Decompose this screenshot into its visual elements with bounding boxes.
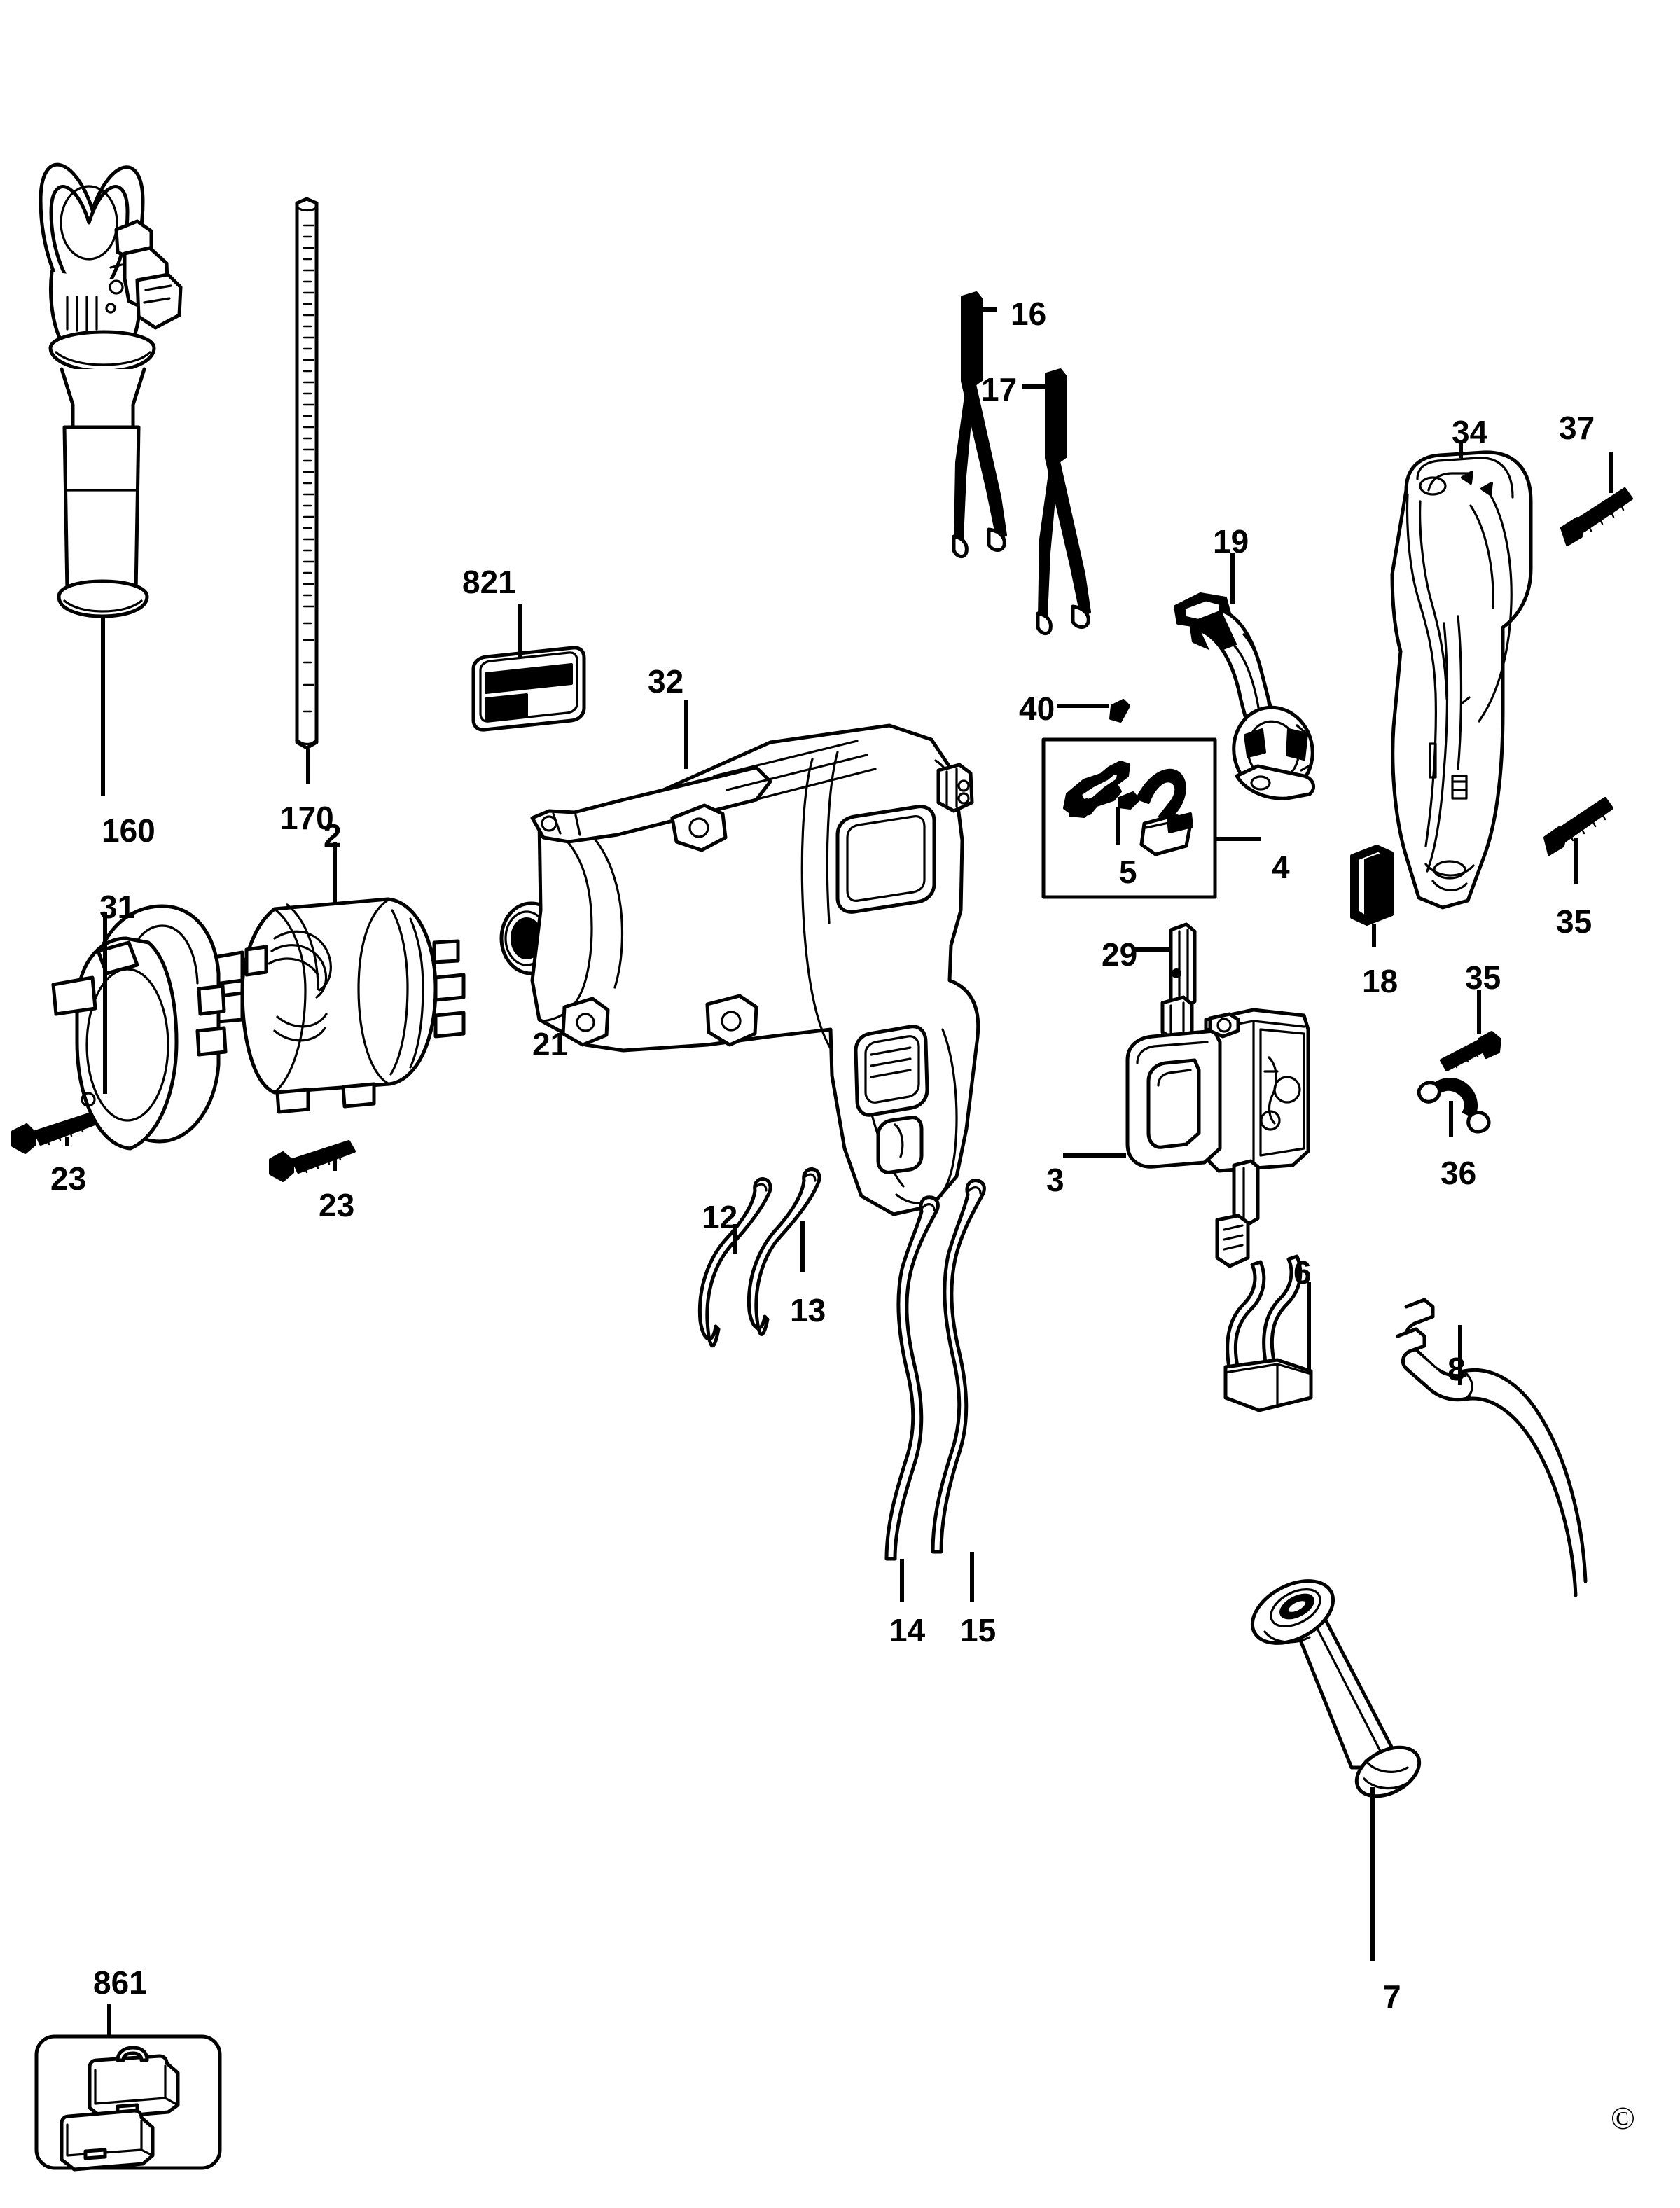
label-821: 821	[462, 564, 516, 600]
label-18: 18	[1362, 963, 1398, 999]
part-16-brush-lead	[952, 291, 1007, 558]
part-4-brush-kit-box	[1041, 737, 1261, 899]
part-35-switch-screw	[1440, 990, 1501, 1071]
label-23-left: 23	[50, 1160, 87, 1197]
label-12: 12	[702, 1199, 738, 1235]
label-21: 21	[532, 1026, 569, 1062]
label-29: 29	[1102, 936, 1138, 973]
part-29-switch-slider	[1134, 922, 1197, 1041]
part-170-depth-rod	[295, 197, 319, 784]
part-15-wire-long	[931, 1179, 986, 1602]
label-40: 40	[1019, 690, 1055, 727]
copyright-symbol: ©	[1611, 2100, 1635, 2136]
label-160: 160	[102, 812, 155, 849]
part-14-wire-long	[884, 1195, 940, 1602]
part-821-nameplate	[471, 604, 586, 732]
label-37: 37	[1559, 410, 1595, 446]
label-36: 36	[1441, 1155, 1477, 1191]
label-861: 861	[93, 1964, 147, 2001]
label-23-right: 23	[319, 1187, 355, 1223]
part-36-jumper-wire	[1417, 1078, 1491, 1137]
part-17-brush-lead	[1022, 368, 1091, 635]
part-23-screws	[11, 1112, 356, 1182]
label-31: 31	[99, 889, 136, 925]
label-35-switch: 35	[1465, 959, 1501, 996]
label-170: 170	[280, 800, 334, 836]
part-37-screw	[1560, 452, 1633, 546]
label-4: 4	[1272, 849, 1290, 885]
label-3: 3	[1046, 1162, 1064, 1198]
label-8: 8	[1448, 1351, 1466, 1387]
part-35-screw-lower-handle	[1543, 797, 1613, 884]
label-14: 14	[889, 1612, 926, 1648]
label-34: 34	[1452, 414, 1488, 450]
part-6-carbon-brush	[1223, 1254, 1313, 1412]
part-40-pin	[1057, 699, 1130, 723]
part-7-strain-relief	[1250, 1579, 1422, 1961]
label-2: 2	[324, 817, 342, 854]
label-17: 17	[981, 371, 1018, 408]
part-8-power-cord	[1396, 1298, 1588, 1597]
part-34-handle-cover	[1390, 440, 1533, 910]
label-6: 6	[1293, 1254, 1312, 1291]
label-35-handle: 35	[1556, 903, 1592, 940]
part-31-baffle	[51, 904, 228, 1151]
part-160-side-handle	[39, 162, 183, 796]
label-16: 16	[1011, 296, 1047, 332]
part-18-suppressor-block	[1350, 845, 1394, 947]
part-13-wire	[747, 1167, 821, 1336]
part-2-field-stator	[208, 842, 466, 1114]
part-12-wire	[697, 1177, 772, 1348]
label-15: 15	[960, 1612, 997, 1648]
part-3-trigger-switch	[1063, 1008, 1310, 1268]
part-32-housing	[530, 700, 980, 1216]
label-5: 5	[1119, 854, 1137, 890]
label-32: 32	[648, 663, 684, 700]
label-13: 13	[790, 1292, 826, 1328]
label-7: 7	[1383, 1978, 1401, 2015]
part-861-kit-box	[34, 2004, 222, 2172]
part-19-brush-holder-lever	[1174, 553, 1316, 800]
label-19: 19	[1213, 523, 1249, 560]
